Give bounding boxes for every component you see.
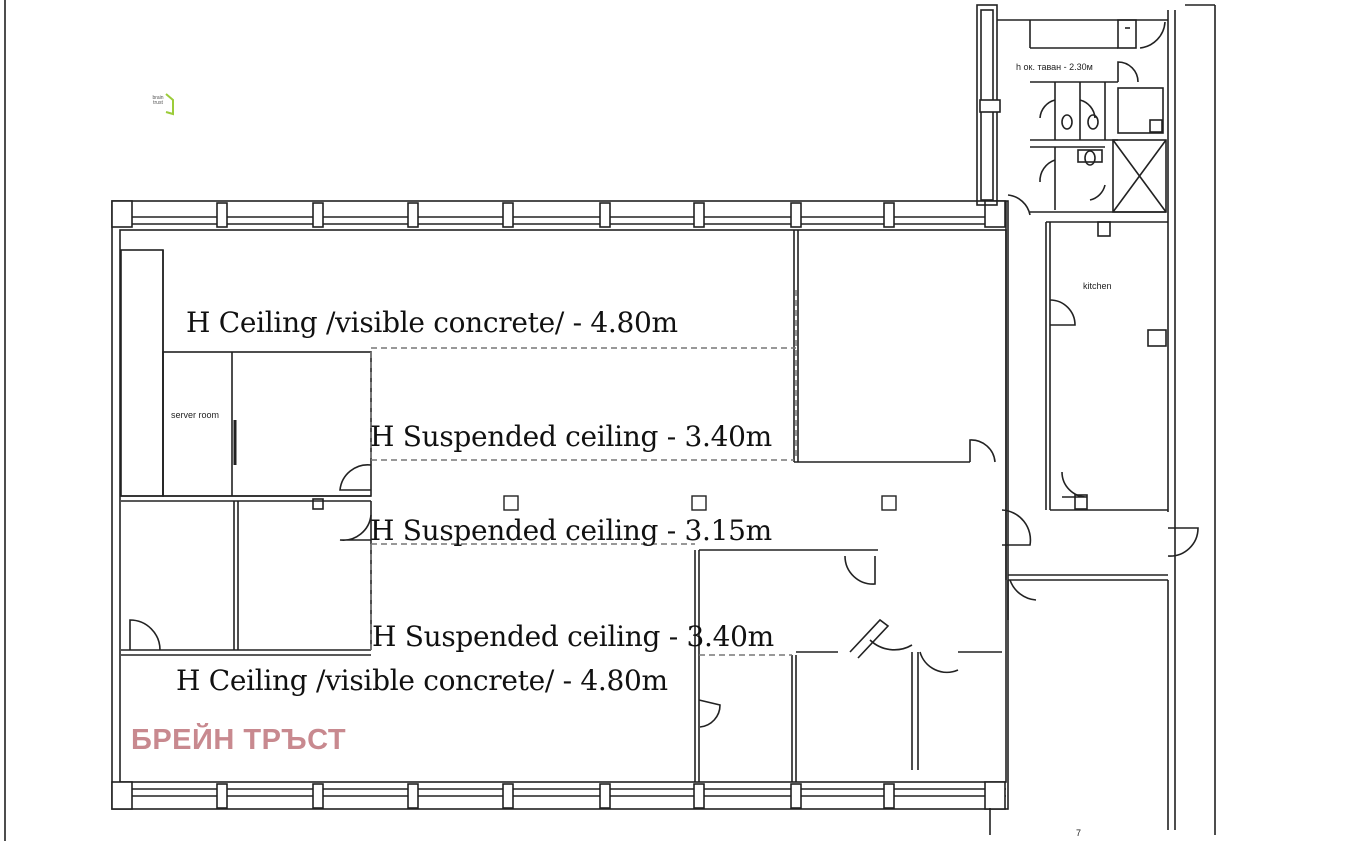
outer-wall: [111, 200, 1009, 810]
label-server-room: server room: [171, 410, 220, 420]
label-ceiling-bottom: H Ceiling /visible concrete/ - 4.80m: [176, 664, 668, 697]
logo-line1: brain: [152, 95, 164, 101]
label-suspended-ceiling-1: H Suspended ceiling - 3.40m: [370, 420, 772, 453]
label-ceiling-top: H Ceiling /visible concrete/ - 4.80m: [186, 306, 678, 339]
ceiling-zone-lines: [370, 290, 797, 656]
logo-line2: trust: [153, 100, 163, 106]
label-stair-mark: 7: [1076, 828, 1082, 838]
label-kitchen: kitchen: [1083, 281, 1112, 291]
ceiling-fixtures: [503, 495, 897, 511]
label-wc-ceiling: h ок. таван - 2.30м: [1016, 62, 1093, 72]
columns-top: [111, 200, 1006, 228]
label-suspended-ceiling-2: H Suspended ceiling - 3.15m: [370, 514, 772, 547]
label-suspended-ceiling-3: H Suspended ceiling - 3.40m: [372, 620, 774, 653]
columns-bottom: [111, 781, 1006, 810]
brain-trust-logo: brain trust: [148, 92, 174, 116]
watermark: БРЕЙН ТРЪСТ: [131, 724, 347, 756]
